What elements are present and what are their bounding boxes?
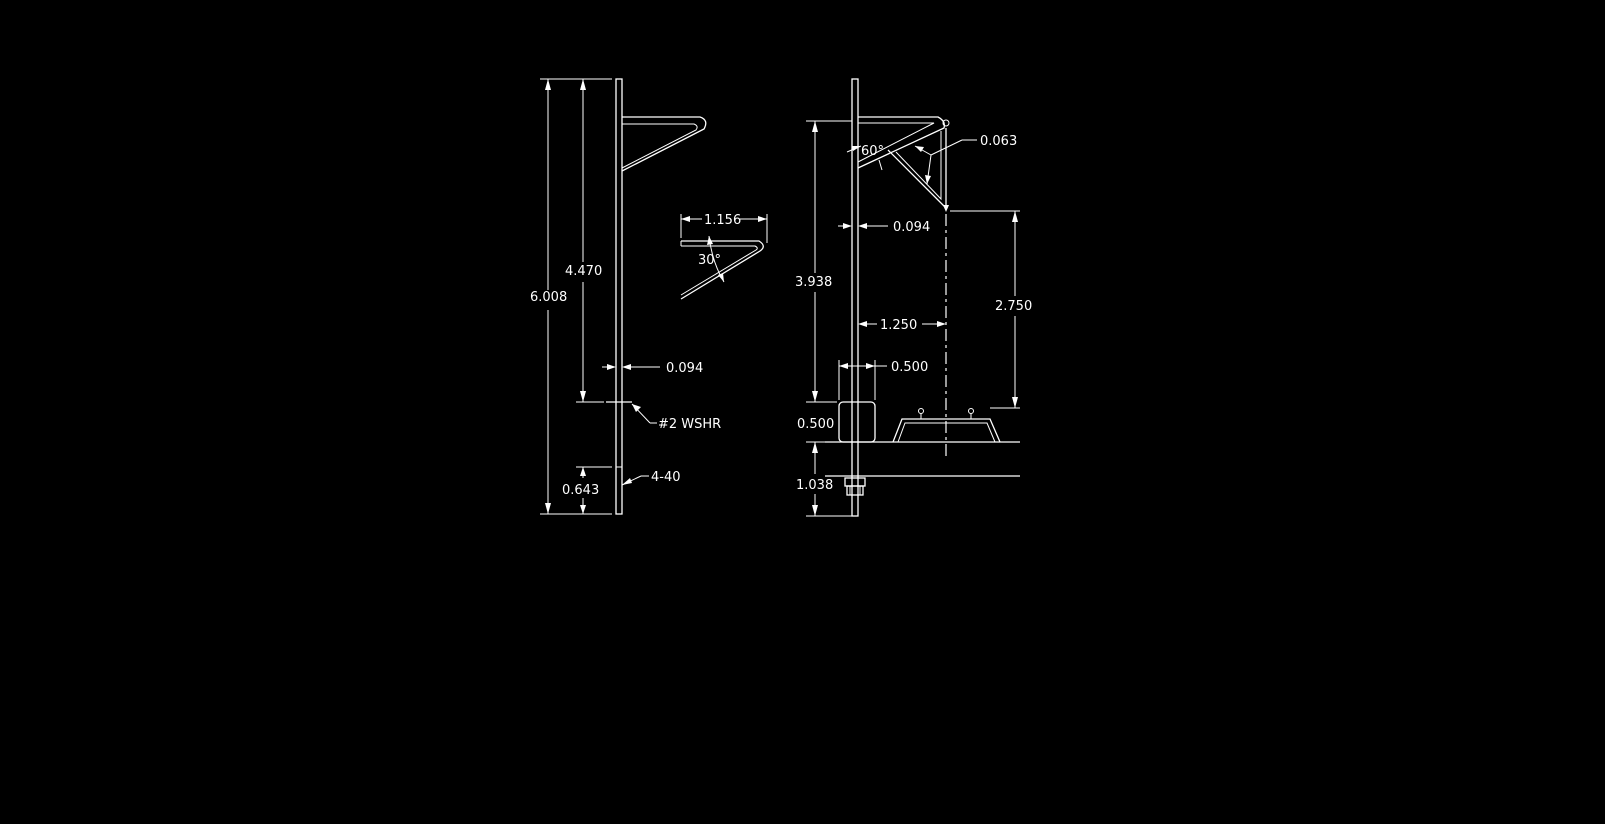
side-rod <box>615 78 623 515</box>
bend-wire <box>680 240 764 300</box>
dim-overall-height: 6.008 <box>530 78 612 515</box>
leader-thread: 4-40 <box>621 470 681 486</box>
label-front-rod-diameter: 0.094 <box>893 220 930 235</box>
dim-front-rod-diameter: 0.094 <box>838 220 930 235</box>
label-arm-angle: 60° <box>861 144 884 159</box>
front-nut <box>844 477 866 496</box>
bend-detail: 1.156 30° <box>680 213 768 300</box>
dim-offset: 1.250 <box>858 318 946 333</box>
label-thread-length: 0.643 <box>562 483 599 498</box>
label-side-rod-diameter: 0.094 <box>666 361 703 376</box>
label-drop-height: 2.750 <box>995 299 1032 314</box>
dim-spacer-width: 0.500 <box>838 360 928 400</box>
label-rod-height: 3.938 <box>795 275 832 290</box>
side-view: 6.008 4.470 0.094 #2 WSHR <box>530 78 721 515</box>
label-bend-leg: 1.156 <box>704 213 741 228</box>
dim-arm-angle: 60° <box>846 144 884 171</box>
dim-drop-height: 2.750 <box>950 210 1032 409</box>
label-spacer-width: 0.500 <box>891 360 928 375</box>
label-bend-angle: 30° <box>698 253 721 268</box>
dim-side-rod-diameter: 0.094 <box>602 361 703 376</box>
label-overall-height: 6.008 <box>530 290 567 305</box>
front-spacer <box>838 401 876 443</box>
dim-upper-height: 4.470 <box>565 78 612 403</box>
label-upper-height: 4.470 <box>565 264 602 279</box>
dim-below-height: 1.038 <box>796 441 852 517</box>
dim-rod-height: 3.938 <box>795 120 852 403</box>
leader-washer: #2 WSHR <box>631 403 721 432</box>
label-below-height: 1.038 <box>796 478 833 493</box>
label-spacer-height: 0.500 <box>797 417 834 432</box>
label-washer: #2 WSHR <box>658 417 721 432</box>
label-wire-diameter: 0.063 <box>980 134 1017 149</box>
label-thread: 4-40 <box>651 470 681 485</box>
leader-wire-diameter: 0.063 <box>914 134 1017 185</box>
front-rod <box>851 78 859 517</box>
label-offset: 1.250 <box>880 318 917 333</box>
side-wire-arm <box>621 116 707 172</box>
dim-thread-length: 0.643 <box>562 466 612 514</box>
front-view: 0.063 60° 0.094 3.938 <box>795 78 1032 517</box>
front-tray <box>892 408 1001 443</box>
